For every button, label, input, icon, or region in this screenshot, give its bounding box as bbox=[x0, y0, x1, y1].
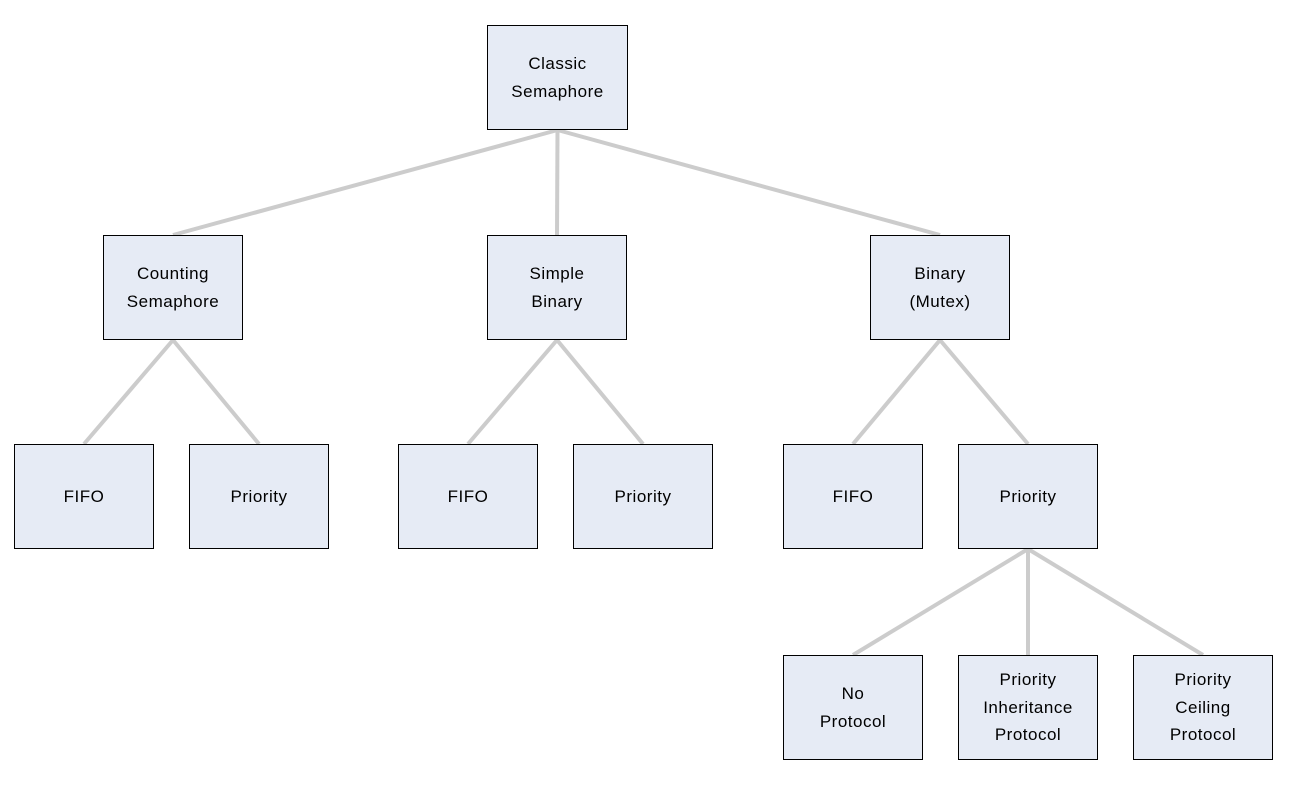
node-noproto: No Protocol bbox=[783, 655, 923, 760]
node-priority3: Priority bbox=[958, 444, 1098, 549]
node-label-simple: Simple Binary bbox=[529, 263, 585, 311]
node-label-pcp: Priority Ceiling Protocol bbox=[1169, 670, 1237, 745]
node-label-fifo2: FIFO bbox=[447, 486, 489, 506]
node-label-counting: Counting Semaphore bbox=[126, 263, 220, 311]
edge-counting-fifo1 bbox=[82, 338, 175, 446]
node-label-fifo1: FIFO bbox=[63, 486, 105, 506]
node-label-priority1: Priority bbox=[230, 486, 288, 506]
node-priority2: Priority bbox=[573, 444, 713, 549]
edge-classic-binary bbox=[556, 128, 941, 237]
node-binary: Binary (Mutex) bbox=[870, 235, 1010, 340]
node-pip: Priority Inheritance Protocol bbox=[958, 655, 1098, 760]
node-label-noproto: No Protocol bbox=[819, 683, 887, 731]
node-pcp: Priority Ceiling Protocol bbox=[1133, 655, 1273, 760]
edge-priority3-noproto bbox=[851, 547, 1030, 657]
edge-simple-priority2 bbox=[555, 338, 645, 446]
edge-counting-priority1 bbox=[171, 338, 261, 446]
node-label-binary: Binary (Mutex) bbox=[909, 263, 971, 311]
node-counting: Counting Semaphore bbox=[103, 235, 243, 340]
node-fifo3: FIFO bbox=[783, 444, 923, 549]
node-label-priority2: Priority bbox=[614, 486, 672, 506]
node-fifo2: FIFO bbox=[398, 444, 538, 549]
edge-binary-fifo3 bbox=[851, 338, 942, 446]
edge-classic-counting bbox=[172, 128, 559, 237]
node-classic: Classic Semaphore bbox=[487, 25, 628, 130]
edge-binary-priority3 bbox=[938, 338, 1030, 446]
node-label-fifo3: FIFO bbox=[832, 486, 874, 506]
node-label-priority3: Priority bbox=[999, 486, 1057, 506]
edge-classic-simple bbox=[555, 129, 560, 236]
edge-priority3-pcp bbox=[1026, 547, 1205, 657]
node-priority1: Priority bbox=[189, 444, 329, 549]
node-label-classic: Classic Semaphore bbox=[511, 53, 604, 101]
node-fifo1: FIFO bbox=[14, 444, 154, 549]
node-simple: Simple Binary bbox=[487, 235, 627, 340]
node-label-pip: Priority Inheritance Protocol bbox=[983, 670, 1073, 745]
edge-simple-fifo2 bbox=[466, 338, 559, 446]
